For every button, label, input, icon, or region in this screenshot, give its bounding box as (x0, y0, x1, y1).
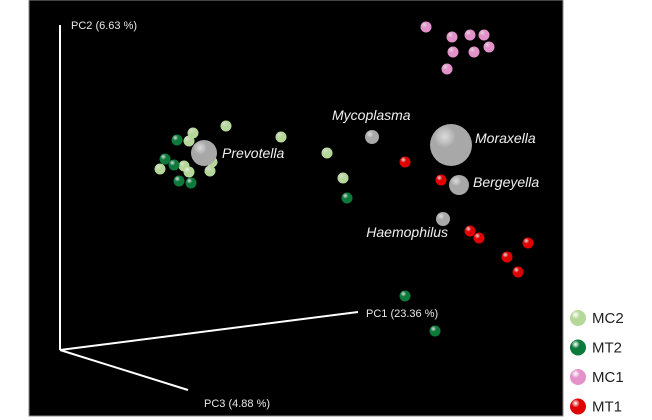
pc2-axis-label: PC2 (6.63 %) (71, 20, 137, 32)
point-mc1 (441, 63, 453, 75)
point-mt2 (171, 134, 183, 146)
point-mc2 (337, 172, 349, 184)
legend-label-mt2: MT2 (592, 340, 622, 357)
point-mc1 (420, 21, 432, 33)
pc1-axis-label: PC1 (23.36 %) (366, 308, 438, 320)
point-mc2 (204, 165, 216, 177)
legend-marker-mc1 (570, 369, 586, 385)
point-mt1 (435, 174, 447, 186)
taxa-markers: Prevotella MycoplasmaMoraxellaBergeyellaH… (191, 107, 539, 240)
point-mt2 (185, 177, 197, 189)
point-mt1 (399, 156, 411, 168)
taxon-label-bergeyella: Bergeyella (473, 174, 539, 190)
point-mt1 (473, 232, 485, 244)
taxon-label-mycoplasma: Mycoplasma (332, 107, 411, 123)
point-mc1 (464, 29, 476, 41)
pc3-axis-label: PC3 (4.88 %) (204, 398, 270, 410)
point-mc1 (483, 41, 495, 53)
point-mc1 (468, 46, 480, 58)
point-mc1 (447, 46, 459, 58)
taxon-label-haemophilus: Haemophilus (366, 224, 448, 240)
legend-label-mc2: MC2 (592, 310, 624, 327)
point-mt1 (464, 225, 476, 237)
taxon-label-moraxella: Moraxella (475, 130, 536, 146)
point-mc2 (321, 147, 333, 159)
point-mc2 (220, 120, 232, 132)
point-mc2 (154, 163, 166, 175)
taxon-marker-mycoplasma (365, 130, 379, 144)
point-mt2 (168, 159, 180, 171)
taxon-marker-haemophilus (436, 212, 450, 226)
point-mt1 (501, 251, 513, 263)
legend-marker-mt1 (570, 398, 586, 415)
point-mt2 (429, 325, 441, 337)
legend-label-mc1: MC1 (592, 369, 624, 386)
legend-marker-mc2 (570, 310, 586, 326)
point-mc1 (446, 31, 458, 43)
taxon-marker-bergeyella (449, 175, 469, 195)
legend-label-mt1: MT1 (592, 399, 622, 416)
data-points (154, 21, 534, 337)
point-mt2 (341, 192, 353, 204)
point-mc1 (478, 29, 490, 41)
taxon-marker-prevotella (191, 140, 217, 166)
plot-background (28, 0, 564, 417)
point-mc2 (183, 166, 195, 178)
legend-marker-mt2 (570, 339, 586, 356)
point-mc2 (275, 131, 287, 143)
pc3-axis (59, 349, 189, 391)
point-mt1 (522, 237, 534, 249)
point-mt2 (399, 290, 411, 302)
taxon-label-prevotella: Prevotella (222, 145, 284, 161)
pc1-axis (59, 311, 359, 351)
point-mt2 (159, 153, 171, 165)
point-mt1 (512, 266, 524, 278)
axes: PC2 (6.63 %) PC1 (23.36 %) PC3 (4.88 %) (59, 20, 438, 410)
taxon-marker-moraxella (430, 124, 472, 166)
point-mc2 (183, 135, 195, 147)
point-mt2 (173, 175, 185, 187)
